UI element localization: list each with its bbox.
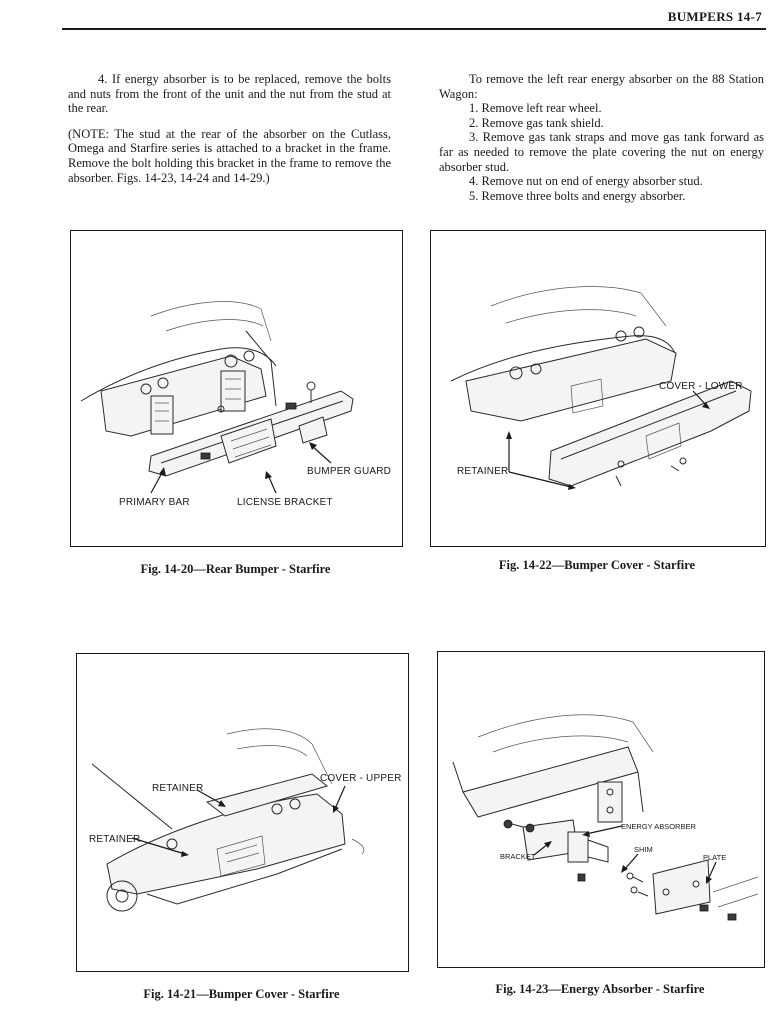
step-3: 3. Remove gas tank straps and move gas t… bbox=[439, 130, 764, 174]
bumper-cover-upper-illustration: RETAINER COVER - UPPER RETAINER bbox=[89, 728, 402, 912]
label-retainer: RETAINER bbox=[457, 466, 508, 477]
caption-fig-14-22: Fig. 14-22—Bumper Cover - Starfire bbox=[498, 558, 696, 572]
page-header: BUMPERS 14-7 bbox=[62, 6, 766, 30]
step-5: 5. Remove three bolts and energy absorbe… bbox=[469, 188, 686, 203]
caption-fig-14-20: Fig. 14-20—Rear Bumper - Starfire bbox=[140, 562, 331, 576]
paragraph-remove-absorber: 4. If energy absorber is to be replaced,… bbox=[68, 72, 391, 116]
label-cover-lower: COVER - LOWER bbox=[659, 381, 743, 392]
right-text-column: To remove the left rear energy absorber … bbox=[439, 72, 764, 203]
step-4: 4. Remove nut on end of energy absorber … bbox=[469, 174, 703, 189]
step-1: 1. Remove left rear wheel. bbox=[469, 101, 602, 116]
rear-bumper-starfire-illustration: BUMPER GUARD PRIMARY BAR LICENSE BRACKET bbox=[80, 301, 391, 508]
label-shim: SHIM bbox=[634, 845, 653, 854]
step-2: 2. Remove gas tank shield. bbox=[469, 115, 604, 130]
paragraph-note: (NOTE: The stud at the rear of the absor… bbox=[68, 126, 391, 185]
caption-fig-14-21: Fig. 14-21—Bumper Cover - Starfire bbox=[143, 987, 340, 1001]
label-cover-upper: COVER - UPPER bbox=[320, 773, 402, 784]
label-bracket: BRACKET bbox=[500, 852, 536, 861]
energy-absorber-starfire-illustration: ENERGY ABSORBER SHIM PLATE BRACKET bbox=[452, 714, 759, 921]
caption-fig-14-23: Fig. 14-23—Energy Absorber - Starfire bbox=[495, 982, 705, 996]
left-text-column: 4. If energy absorber is to be replaced,… bbox=[68, 72, 391, 185]
figure-14-20: BUMPER GUARD PRIMARY BAR LICENSE BRACKET bbox=[70, 230, 403, 547]
bumper-cover-starfire-illustration: COVER - LOWER RETAINER bbox=[450, 286, 752, 490]
label-retainer-top: RETAINER bbox=[152, 783, 203, 794]
label-bumper-guard: BUMPER GUARD bbox=[307, 466, 391, 477]
label-primary-bar: PRIMARY BAR bbox=[119, 497, 190, 508]
page-header-title: BUMPERS 14-7 bbox=[667, 9, 762, 24]
label-energy-absorber: ENERGY ABSORBER bbox=[621, 822, 696, 831]
figure-14-22: COVER - LOWER RETAINER bbox=[430, 230, 766, 547]
label-retainer-left: RETAINER bbox=[89, 834, 140, 845]
paragraph-station-wagon-intro: To remove the left rear energy absorber … bbox=[439, 72, 764, 101]
label-license-bracket: LICENSE BRACKET bbox=[237, 497, 333, 508]
label-plate: PLATE bbox=[703, 853, 726, 862]
figure-14-21: RETAINER COVER - UPPER RETAINER bbox=[76, 653, 409, 972]
figure-14-23: ENERGY ABSORBER SHIM PLATE BRACKET bbox=[437, 651, 765, 968]
